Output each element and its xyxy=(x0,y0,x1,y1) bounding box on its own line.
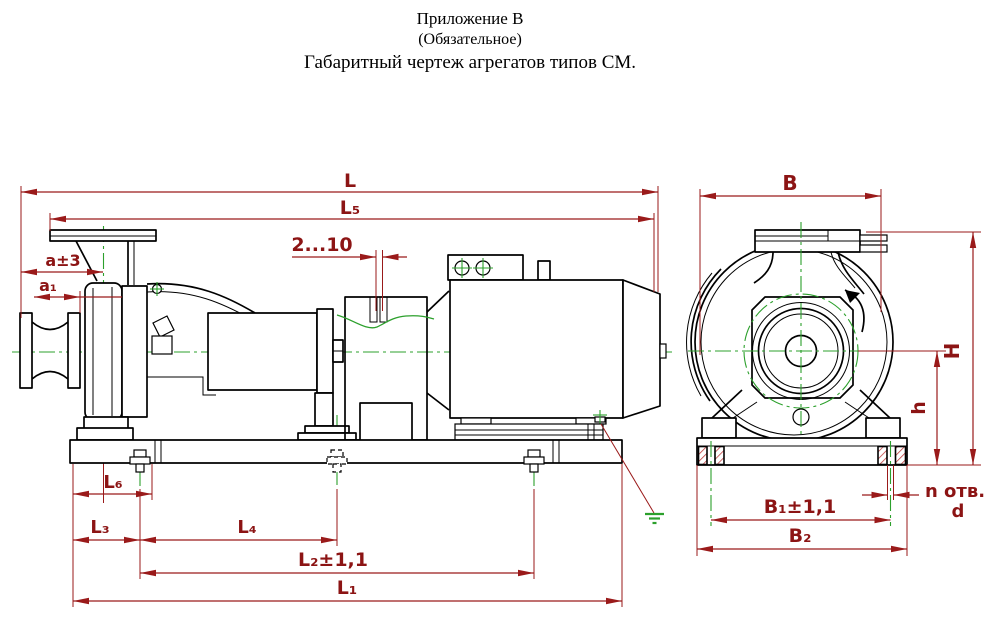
suction-outer-flange xyxy=(19,312,33,389)
guard-tab-left xyxy=(369,296,378,323)
guard-outline xyxy=(344,296,428,441)
side-view-dimensions: L L₅ a±3 a₁ 2...10 L₆ xyxy=(20,170,659,607)
ground-leader-line xyxy=(600,423,655,514)
spool-waist-top xyxy=(31,321,69,331)
bolt1-flange xyxy=(129,456,151,465)
motor-bell-bottom xyxy=(426,392,450,411)
baseplate xyxy=(69,423,623,473)
bolt3-shank xyxy=(529,463,539,473)
left-leg-outer xyxy=(711,389,743,419)
right-foot-pad xyxy=(865,417,901,439)
flange-stub-bottom xyxy=(859,244,888,253)
pedestal-column xyxy=(314,392,334,427)
hatch-cell-4 xyxy=(894,445,907,466)
dim-L3-label: L₃ xyxy=(90,517,109,538)
casing-foot-lower xyxy=(76,427,134,441)
ground-symbol xyxy=(645,512,664,525)
bolt2-shank xyxy=(332,463,342,473)
dim-B2-label: B₂ xyxy=(789,525,812,547)
casing-body xyxy=(84,282,123,421)
motor-rail xyxy=(454,423,604,441)
base-section xyxy=(696,437,908,466)
left-foot-pad xyxy=(701,417,737,439)
dim-L1-label: L₁ xyxy=(337,577,357,599)
right-leg-outer xyxy=(859,389,891,419)
hatch-cell-1 xyxy=(697,445,708,466)
bolt1-head xyxy=(133,449,147,458)
volute-spiral-arc1 xyxy=(690,268,722,402)
dim-L6-label: L₆ xyxy=(103,472,122,493)
bracket-underside xyxy=(147,376,216,396)
cowl-center-boss xyxy=(659,343,667,359)
hatch-cell-3 xyxy=(877,445,888,466)
pedestal-foot-lower xyxy=(297,432,357,441)
dim-L-label: L xyxy=(344,170,356,192)
appendix-subtitle: (Обязательное) xyxy=(418,31,522,48)
support-pedestal xyxy=(297,392,357,441)
bolt1-shank xyxy=(135,463,145,473)
appendix-title: Приложение В xyxy=(416,9,524,28)
dim-n-holes-label: n отв. xyxy=(925,481,985,502)
motor-bell-top xyxy=(426,290,450,313)
bearing-cylinder xyxy=(207,312,318,391)
bearing-end-cap xyxy=(316,308,334,394)
dim-L5-label: L₅ xyxy=(340,197,360,219)
guard-break-line xyxy=(336,314,435,329)
casing-back-plate xyxy=(121,285,148,418)
bolt2-head xyxy=(330,449,344,458)
pedestal-foot-upper xyxy=(304,425,350,434)
bracket-top-curve1 xyxy=(146,282,256,314)
oiler xyxy=(152,315,175,338)
dim-h-label: h xyxy=(908,401,930,415)
left-leg-inner xyxy=(732,401,758,419)
bolt3-head xyxy=(527,449,541,458)
hatch-cell-2 xyxy=(714,445,725,466)
dim-B1-label: B₁±1,1 xyxy=(764,496,836,518)
anchor-bolt-2 xyxy=(326,449,348,473)
suction-flange xyxy=(19,312,81,389)
bolt2-flange xyxy=(326,456,348,465)
neck-left xyxy=(753,251,774,284)
flange-stub-top xyxy=(859,234,888,242)
anchor-bolt-1 xyxy=(129,449,151,473)
right-leg-inner xyxy=(844,401,870,419)
end-view-dimensions: B H h n отв. d B₁±1,1 B₂ xyxy=(696,171,985,556)
motor-foot-front xyxy=(460,417,492,425)
end-view: B H h n отв. d B₁±1,1 B₂ xyxy=(686,171,985,556)
volute-spiral-arc2 xyxy=(686,272,713,397)
pump-casing-side xyxy=(76,282,148,441)
spool-waist-bottom xyxy=(31,370,69,380)
dim-H-label: H xyxy=(940,343,964,360)
motor-body xyxy=(449,279,624,419)
grounding xyxy=(600,423,664,525)
dim-L2-label: L₂±1,1 xyxy=(298,549,368,571)
fan-cowl xyxy=(622,279,661,419)
dim-a-label: a±3 xyxy=(45,251,80,270)
electric-motor xyxy=(426,254,667,428)
anchor-bolt-3 xyxy=(523,449,545,473)
dim-a1-label: a₁ xyxy=(39,276,57,295)
dim-gap-label: 2...10 xyxy=(291,234,352,256)
lifting-lug xyxy=(537,260,551,281)
discharge-flange-end xyxy=(753,229,888,295)
bearing-housing xyxy=(207,308,344,394)
neck-right xyxy=(837,251,865,295)
guard-tab-right xyxy=(379,296,388,323)
rotation-arrow-head xyxy=(845,290,860,303)
coupling-guard xyxy=(336,296,435,441)
dim-B-label: B xyxy=(782,171,797,195)
drawing-title: Габаритный чертеж агрегатов типов СМ. xyxy=(303,52,637,73)
side-view: L L₅ a±3 a₁ 2...10 L₆ xyxy=(12,170,672,607)
dim-L4-label: L₄ xyxy=(237,517,256,538)
end-view-base xyxy=(696,437,908,526)
oiler-body xyxy=(151,335,173,355)
suction-inner-flange xyxy=(67,312,81,389)
title-block: Приложение В (Обязательное) Габаритный ч… xyxy=(0,8,940,75)
dim-d-label: d xyxy=(952,501,965,522)
neck-right2 xyxy=(830,251,856,289)
bolt3-flange xyxy=(523,456,545,465)
